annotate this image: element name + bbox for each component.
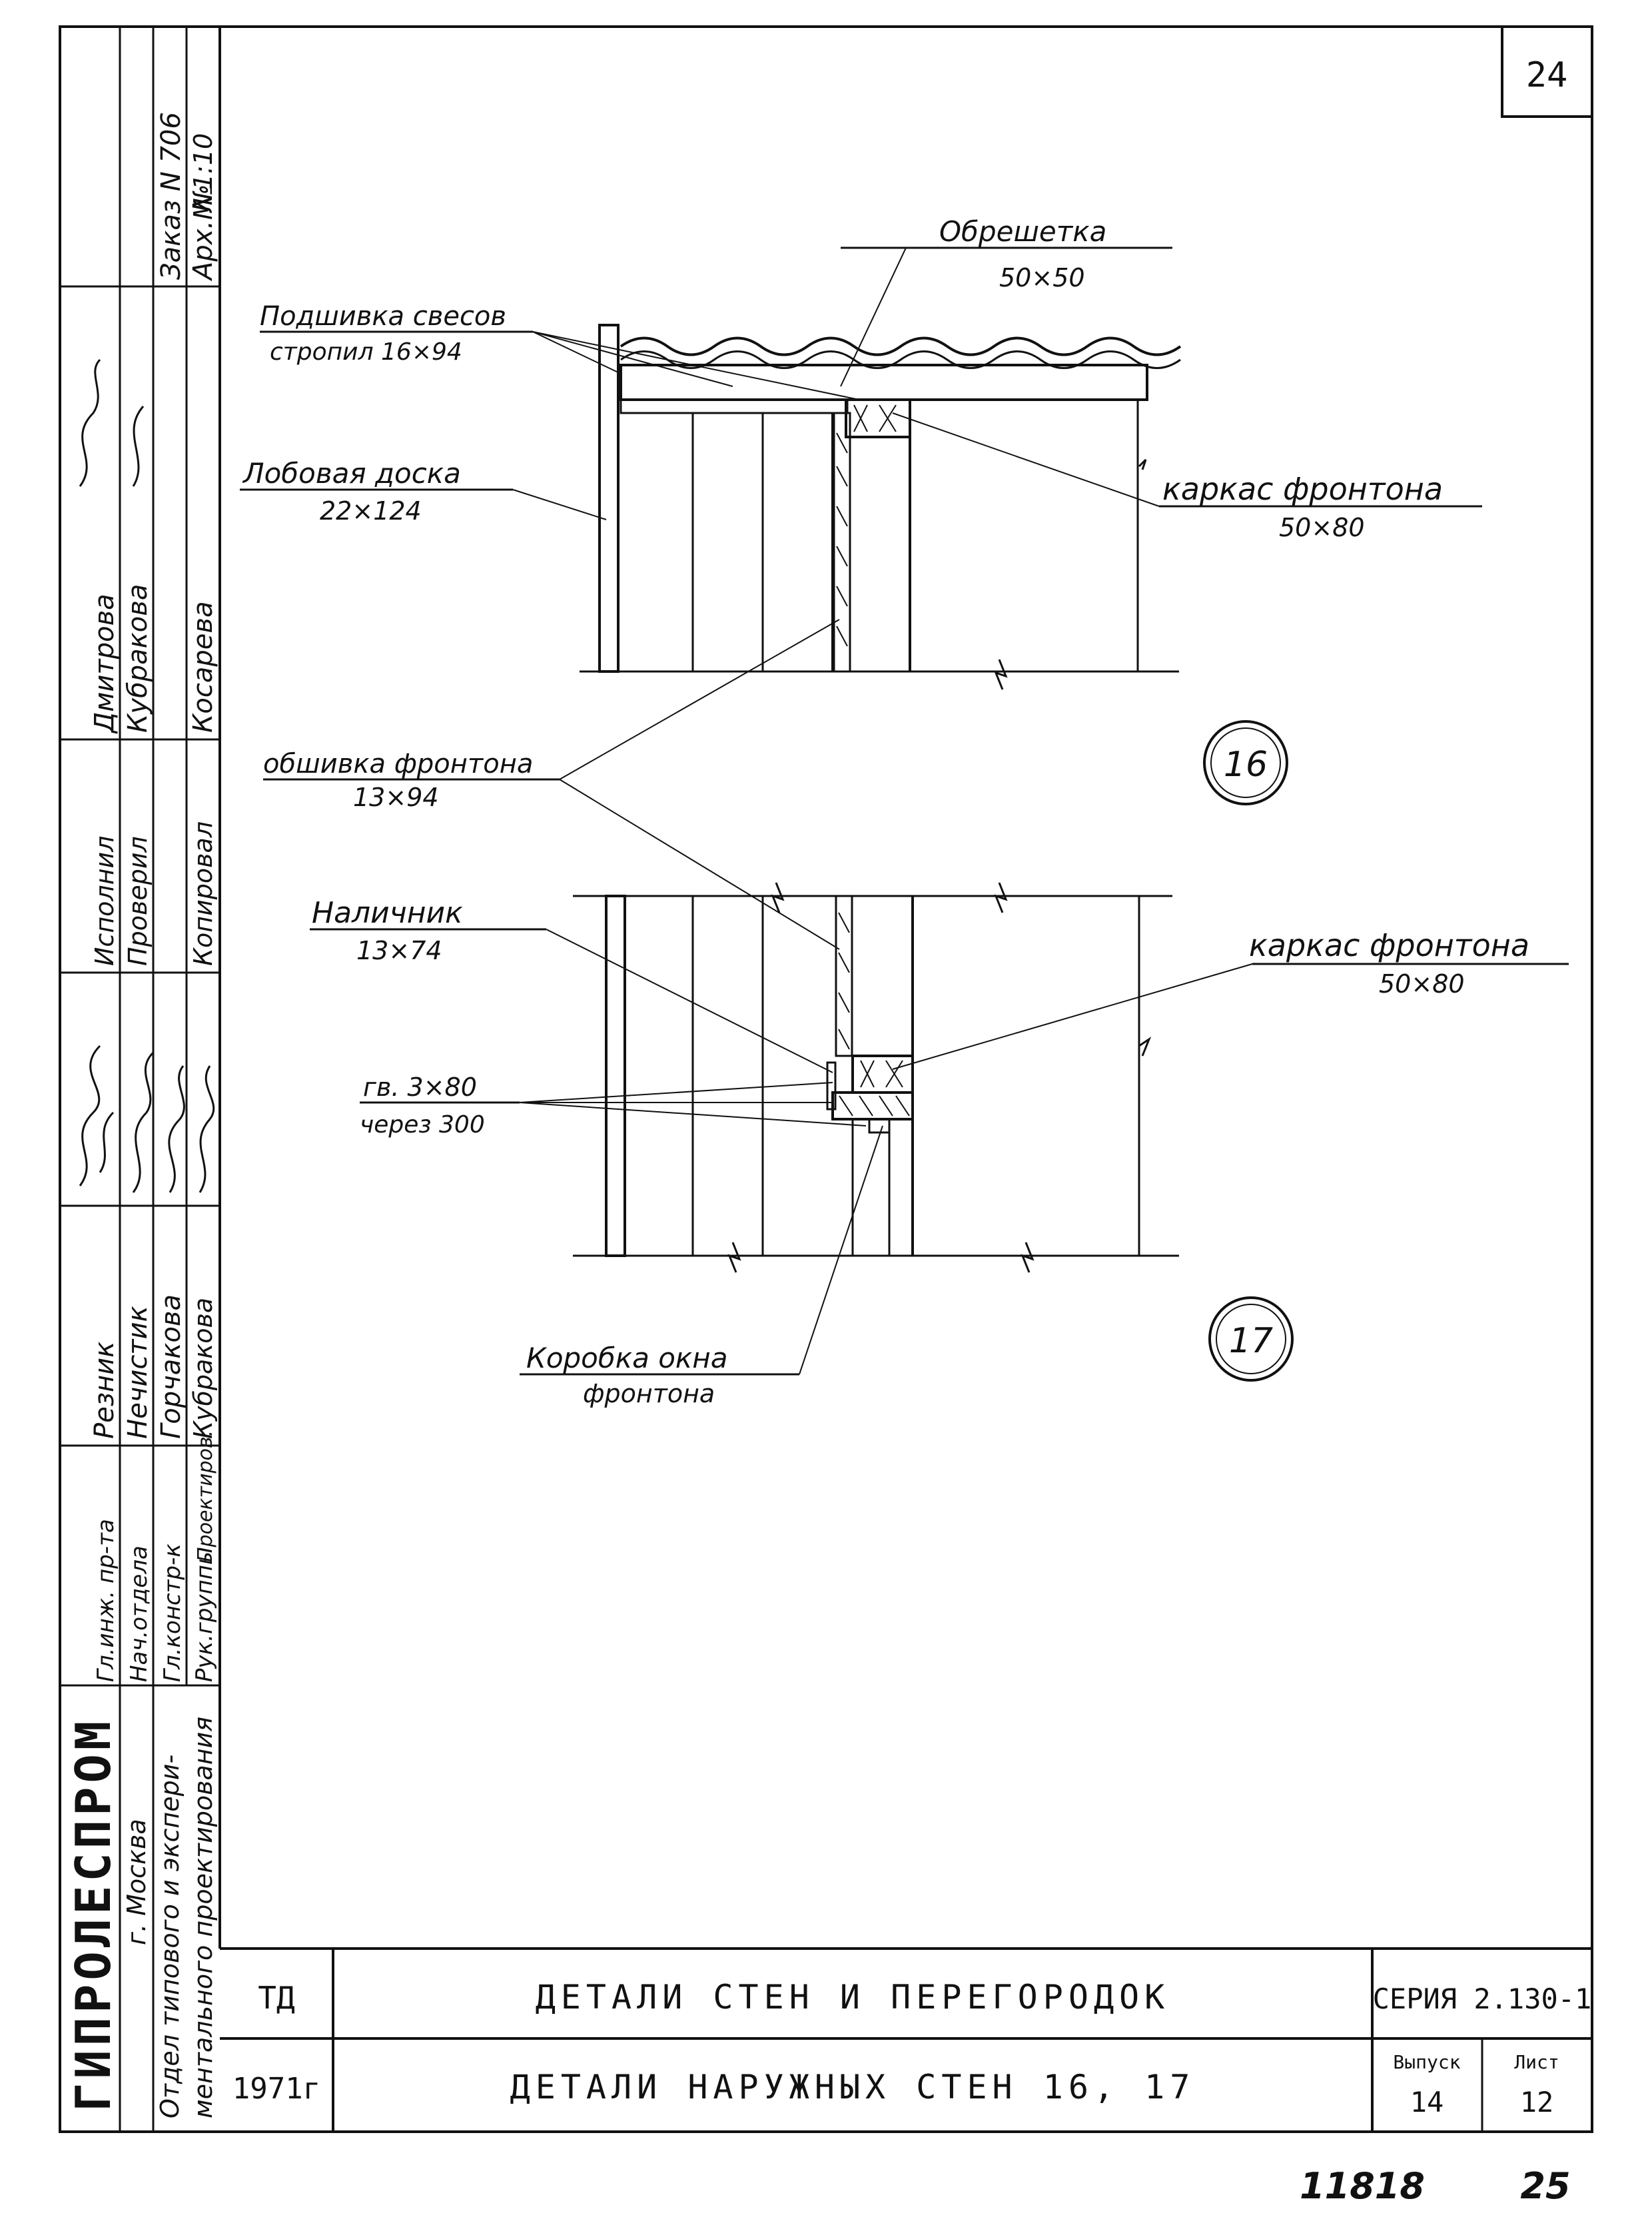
series-code: СЕРИЯ 2.130-1 (1373, 1983, 1592, 2015)
label-obshivka-size: 13×94 (353, 783, 439, 812)
role-4: Проектиров. (194, 1430, 217, 1562)
label-nalichnik-size: 13×74 (356, 936, 442, 965)
issue-number: 14 (1410, 2086, 1444, 2118)
signature-4 (79, 358, 101, 487)
sheet-number-box (1501, 25, 1593, 118)
label-lobovaya-size: 22×124 (320, 496, 422, 526)
gable-frame-section (845, 398, 911, 438)
label-podshivka-size: стропил 16×94 (270, 338, 462, 366)
marker-17-number: 17 (1229, 1321, 1273, 1361)
label-karkas-16-size: 50×80 (1279, 513, 1365, 542)
fascia-board (598, 324, 620, 673)
issue-label: Выпуск (1393, 2051, 1460, 2073)
copied-name: Косарева (188, 602, 218, 733)
label-obreshetka: Обрешетка (939, 215, 1106, 248)
marker-16-number: 16 (1224, 745, 1268, 785)
signature-0 (79, 1045, 115, 1186)
label-korobka: Коробка окна (526, 1342, 728, 1374)
archive-label: Арх. № (188, 185, 218, 282)
page-number: 25 (1520, 2165, 1570, 2207)
td-code: ТД (258, 1980, 294, 2016)
gable-cladding-17 (835, 895, 853, 1057)
order-number: Заказ N 706 (156, 112, 187, 280)
sheet-number: 24 (1526, 55, 1568, 95)
role-3: Рук.группы (191, 1547, 218, 1682)
title-block: ТД 1971г ДЕТАЛИ СТЕН И ПЕРЕГОРОДОК ДЕТАЛ… (220, 1947, 1592, 2132)
name-2: Горчакова (156, 1294, 187, 1439)
detail-16: Обрешетка 50×50 Подшивка свесов стропил … (240, 215, 1482, 805)
signature-1 (132, 1051, 155, 1193)
label-lobovaya: Лобовая доска (242, 457, 461, 490)
label-nail: гв. 3×80 (363, 1073, 477, 1102)
sheet-label: Лист (1514, 2051, 1559, 2073)
city: г. Москва (122, 1819, 151, 1945)
role-0: Гл.инж. пр-та (93, 1519, 119, 1682)
title-main: ДЕТАЛИ СТЕН И ПЕРЕГОРОДОК (536, 1978, 1170, 2016)
role-2: Гл.констр-к (159, 1544, 186, 1682)
signature-2 (168, 1065, 185, 1193)
soffit (620, 398, 849, 414)
label-karkas-17: каркас фронтона (1249, 927, 1529, 963)
checked-name: Кубракова (123, 584, 153, 733)
label-nalichnik: Наличник (312, 896, 463, 930)
fascia-board-17 (605, 895, 626, 1257)
role-1: Нач.отдела (126, 1546, 153, 1682)
sheet-frame (59, 25, 1593, 2133)
left-strip: ГИПРОЛЕСПРОМ г. Москва Отдел типового и … (65, 112, 218, 2118)
label-korobka-2: фронтона (583, 1379, 715, 1408)
gable-cladding-16 (833, 412, 851, 673)
casing (826, 1061, 837, 1110)
name-1: Нечистик (123, 1306, 153, 1439)
archive-number: 11818 (1300, 2165, 1425, 2207)
sheet-in-series: 12 (1520, 2086, 1554, 2118)
copied-label: Копировал (189, 821, 218, 966)
year: 1971г (232, 2072, 320, 2106)
organization: ГИПРОЛЕСПРОМ (65, 1717, 121, 2112)
label-karkas-17-size: 50×80 (1379, 969, 1465, 999)
detail-17: Наличник 13×74 каркас фронтона 50×80 гв.… (310, 882, 1569, 1408)
shared-label: обшивка фронтона 13×94 (263, 619, 840, 950)
marker-16 (1203, 720, 1288, 805)
name-3: Кубракова (189, 1298, 218, 1439)
name-0: Резник (89, 1342, 120, 1439)
signature-5 (132, 406, 145, 487)
label-karkas-16: каркас фронтона (1162, 471, 1443, 507)
title-sub: ДЕТАЛИ НАРУЖНЫХ СТЕН 16, 17 (510, 2068, 1196, 2106)
department-line2: ментального проектирования (189, 1717, 218, 2118)
label-nail-step: через 300 (360, 1111, 485, 1138)
department-line1: Отдел типового и экспери- (155, 1755, 185, 2118)
label-obshivka: обшивка фронтона (263, 749, 533, 779)
executed-label: Исполнил (90, 835, 119, 966)
label-podshivka: Подшивка свесов (260, 301, 506, 332)
signature-3 (199, 1065, 215, 1193)
label-obreshetka-size: 50×50 (999, 263, 1085, 292)
executed-name: Дмитрова (89, 594, 120, 734)
scale: М 1:10 (189, 133, 218, 220)
checked-label: Проверил (123, 836, 153, 966)
marker-17 (1208, 1296, 1294, 1382)
lathing (620, 364, 1148, 401)
roofing-wave-1 (620, 336, 1182, 356)
roofing-wave-2 (620, 350, 1181, 369)
